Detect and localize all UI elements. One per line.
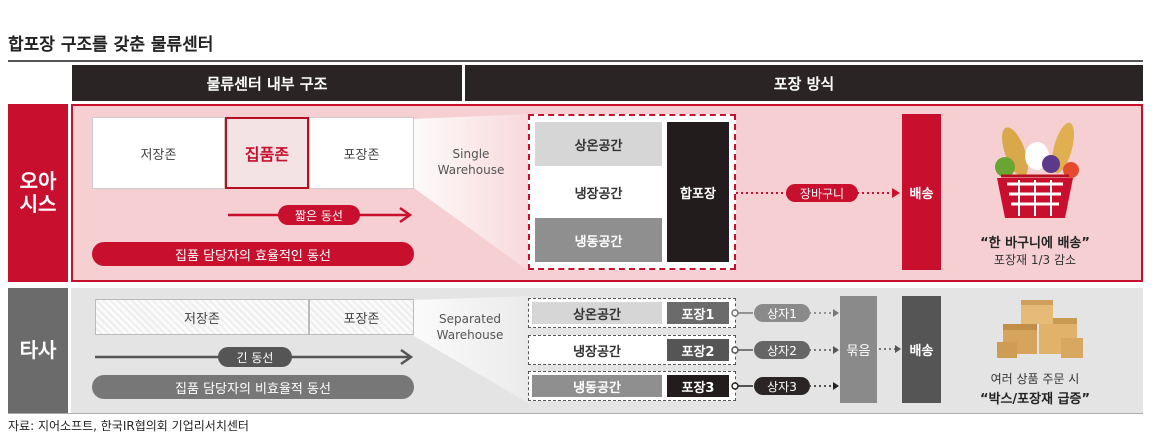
oasis-warehouse-type: Single Warehouse — [437, 147, 505, 178]
oasis-frozen-space: 냉동공간 — [535, 218, 662, 262]
oasis-ambient-space-label: 상온공간 — [574, 138, 623, 154]
header-left-label: 물류센터 내부 구조 — [206, 74, 328, 93]
other-pack-1-label: 포장1 — [681, 307, 715, 323]
other-ambient-space: 상온공간 — [532, 302, 662, 324]
other-pack-3-label: 포장3 — [681, 380, 715, 396]
oasis-short-route-badge: 짧은 동선 — [278, 205, 360, 225]
oasis-ambient-space: 상온공간 — [535, 122, 662, 166]
other-delivery: 배송 — [902, 296, 941, 403]
bottom-divider — [8, 413, 1143, 414]
other-pack-2: 포장2 — [667, 339, 729, 361]
oasis-short-route-label: 짧은 동선 — [295, 208, 343, 223]
oasis-caption-title: “한 바구니에 배송” — [980, 236, 1090, 251]
oasis-delivery: 배송 — [902, 114, 941, 270]
other-box-2-label: 상자2 — [767, 343, 797, 358]
header-internal-structure: 물류센터 내부 구조 — [72, 65, 462, 101]
other-row-label: 타사 — [8, 288, 68, 413]
other-bundle-arrow — [879, 345, 901, 353]
oasis-row-label: 오아 시스 — [8, 104, 68, 282]
oasis-frozen-space-label: 냉동공간 — [574, 234, 623, 250]
other-bundle: 묶음 — [840, 296, 877, 403]
other-inefficient-route-bar: 집품 담당자의 비효율적 동선 — [92, 375, 414, 399]
other-box-2: 상자2 — [754, 341, 810, 359]
other-warehouse-fan — [414, 296, 530, 404]
other-chilled-space: 냉장공간 — [532, 339, 662, 361]
other-box-1: 상자1 — [754, 304, 810, 322]
oasis-chilled-space-label: 냉장공간 — [574, 186, 623, 202]
oasis-basket-badge: 장바구니 — [786, 184, 858, 202]
other-caption-title: 여러 상품 주문 시 — [990, 372, 1080, 386]
oasis-caption-sub: 포장재 1/3 감소 — [993, 253, 1077, 267]
page-title: 합포장 구조를 갖춘 물류센터 — [8, 35, 214, 55]
other-ambient-space-label: 상온공간 — [573, 307, 621, 323]
other-storage-zone-label: 저장존 — [184, 311, 220, 327]
other-chilled-space-label: 냉장공간 — [573, 344, 621, 360]
oasis-packing-zone-label: 포장존 — [343, 147, 380, 163]
oasis-flow-arrows — [736, 188, 900, 198]
other-frozen-space: 냉동공간 — [532, 375, 662, 397]
header-right-label: 포장 방식 — [773, 74, 835, 93]
oasis-packing-zone: 포장존 — [309, 117, 414, 189]
oasis-combined-pack: 합포장 — [667, 122, 729, 262]
other-pack-1: 포장1 — [667, 302, 729, 324]
other-storage-zone: 저장존 — [95, 299, 309, 335]
other-inefficient-route-label: 집품 담당자의 비효율적 동선 — [175, 381, 331, 397]
other-pack-3: 포장3 — [667, 375, 729, 397]
cardboard-boxes-icon — [997, 300, 1083, 358]
other-frozen-space-label: 냉동공간 — [573, 380, 621, 396]
grocery-basket-icon — [995, 122, 1079, 218]
other-caption-sub: “박스/포장재 급증” — [979, 392, 1091, 407]
oasis-storage-zone-label: 저장존 — [140, 147, 177, 163]
other-long-route-badge: 긴 동선 — [218, 347, 292, 367]
other-long-route-label: 긴 동선 — [236, 350, 274, 365]
other-box-3-label: 상자3 — [767, 379, 797, 394]
oasis-warehouse-fan — [414, 114, 530, 272]
oasis-storage-zone: 저장존 — [92, 117, 225, 189]
oasis-picking-zone-label: 집품존 — [244, 145, 290, 164]
header-packing-method: 포장 방식 — [465, 65, 1143, 101]
other-packing-zone: 포장존 — [309, 299, 414, 335]
oasis-efficient-route-bar: 집품 담당자의 효율적인 동선 — [92, 242, 414, 266]
other-packing-zone-label: 포장존 — [343, 311, 380, 327]
other-warehouse-type: Separated Warehouse — [436, 312, 504, 343]
oasis-delivery-label: 배송 — [909, 186, 934, 202]
oasis-efficient-route-label: 집품 담당자의 효율적인 동선 — [175, 248, 331, 264]
oasis-picking-zone: 집품존 — [225, 117, 309, 189]
oasis-chilled-space: 냉장공간 — [535, 170, 662, 214]
other-bundle-label: 묶음 — [846, 344, 871, 359]
oasis-basket-label: 장바구니 — [799, 186, 845, 201]
other-box-3: 상자3 — [754, 377, 810, 395]
title-divider — [8, 60, 1143, 62]
source-note: 자료: 지어소프트, 한국IR협의회 기업리서치센터 — [8, 419, 249, 433]
other-pack-2-label: 포장2 — [681, 344, 715, 360]
other-delivery-label: 배송 — [909, 344, 934, 359]
other-box-connectors — [731, 309, 839, 390]
other-box-1-label: 상자1 — [767, 306, 797, 321]
oasis-combined-pack-label: 합포장 — [680, 186, 716, 202]
